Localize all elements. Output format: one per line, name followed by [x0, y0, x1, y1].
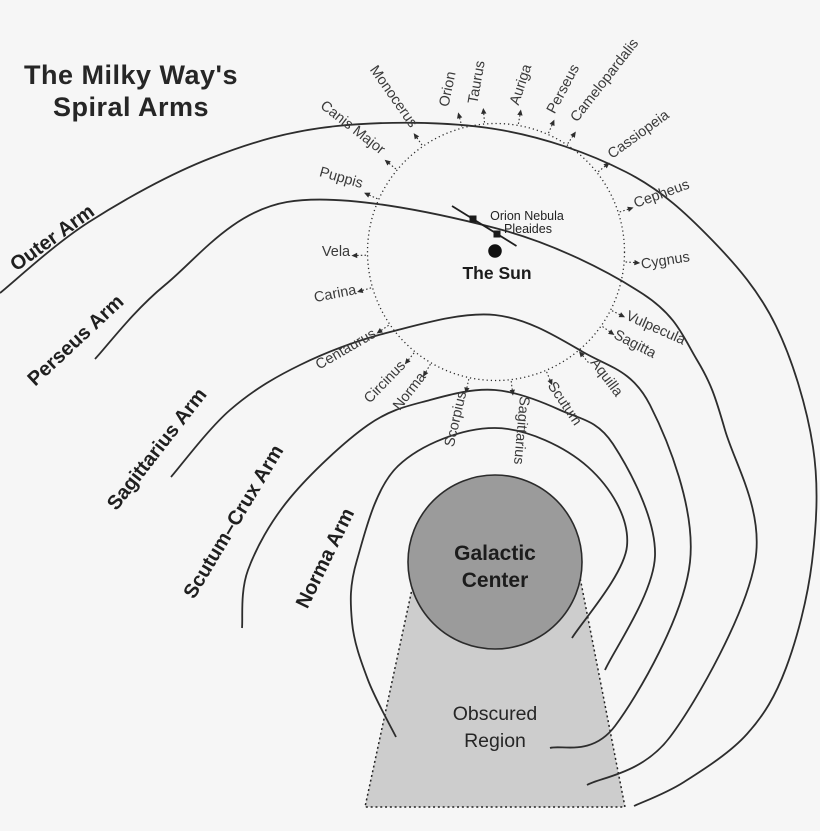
nebula-pointer-line — [451, 205, 517, 247]
constellation-arrow — [567, 131, 576, 144]
constellation-arrow — [625, 259, 641, 266]
constellation-arrow — [481, 108, 487, 123]
solar-neighborhood-circle — [366, 122, 626, 382]
spiral-arm-norma — [349, 427, 629, 738]
sun-marker — [488, 244, 502, 258]
obscured-region-label-line2: Region — [464, 730, 526, 752]
orion-nebula-marker — [469, 215, 477, 223]
constellation-arrow — [457, 112, 463, 127]
constellation-arrow — [578, 351, 589, 363]
constellation-arrow — [404, 352, 415, 365]
pleaides-label: Pleaides — [504, 222, 552, 236]
constellation-arrow — [619, 206, 634, 213]
constellation-arrow — [597, 162, 610, 173]
constellation-arrow — [364, 192, 378, 200]
constellation-label: Orion — [437, 70, 460, 108]
constellation-label: Vela — [322, 244, 351, 260]
constellation-arrow — [413, 133, 423, 146]
constellation-arrow — [464, 378, 470, 394]
constellation-arrow — [376, 324, 389, 334]
constellation-arrow — [546, 371, 553, 386]
constellation-arrow — [602, 326, 615, 336]
spiral-arm-scutum-crux — [241, 388, 656, 671]
constellation-arrow — [611, 310, 626, 318]
pleaides-marker — [493, 230, 501, 238]
diagram-title-line1: The Milky Way's — [24, 60, 238, 90]
galactic-center-label-line2: Center — [462, 569, 529, 592]
constellation-label: Sagittarius — [510, 396, 532, 466]
constellation-arrow — [422, 363, 431, 377]
sun-label: The Sun — [462, 263, 531, 283]
spiral-arm-sagittarius — [170, 313, 692, 749]
constellation-arrow — [517, 109, 523, 124]
constellation-arrow — [547, 119, 555, 134]
constellation-label: Taurus — [465, 59, 488, 105]
orion-nebula-label: Orion Nebula — [490, 209, 564, 223]
constellation-arrow — [384, 159, 397, 170]
obscured-region-label-line1: Obscured — [453, 703, 538, 725]
constellation-arrow — [357, 287, 372, 293]
galactic-center-label-line1: Galactic — [454, 542, 536, 565]
spiral-arms-layer — [0, 121, 818, 807]
spiral-arm-outer — [0, 121, 818, 807]
spiral-arm-perseus — [94, 198, 758, 786]
constellation-label: Cygnus — [640, 249, 691, 272]
galactic-center-circle — [407, 474, 583, 650]
diagram-title-line2: Spiral Arms — [53, 92, 209, 122]
constellation-arrow — [509, 381, 515, 396]
